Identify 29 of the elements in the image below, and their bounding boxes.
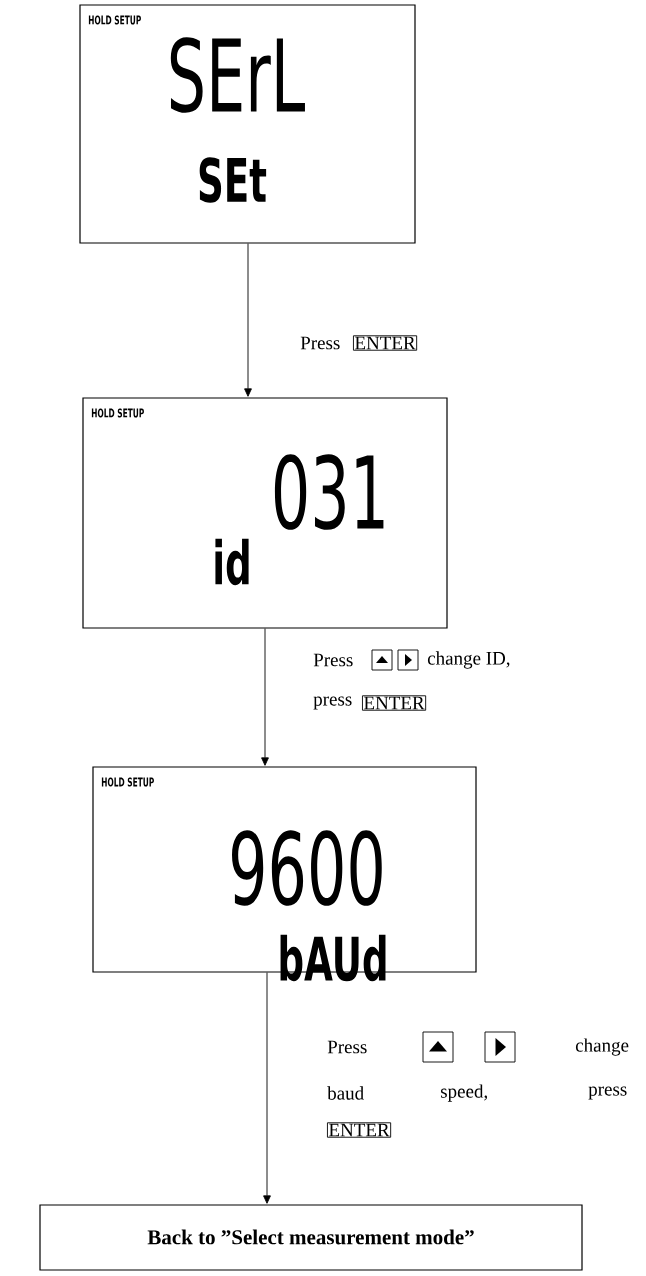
instruction-text: baud <box>327 1086 364 1100</box>
instruction-text: press <box>588 1086 627 1100</box>
screen-heading: HOLD SETUP <box>91 408 144 418</box>
instruction-text: press <box>313 696 352 710</box>
end-box <box>39 1204 583 1271</box>
display-value: 031 <box>274 454 384 530</box>
key-label: ENTER <box>327 1122 392 1138</box>
display-value: id <box>215 538 249 586</box>
instruction-text: speed, <box>441 1084 487 1102</box>
display-value: SEt <box>199 157 267 203</box>
key-label: ENTER <box>362 695 427 711</box>
key-label: ENTER <box>353 335 418 351</box>
arrow <box>261 628 269 766</box>
instruction-text: change <box>575 1038 629 1056</box>
display-value: SErL <box>170 37 305 113</box>
arrow <box>263 972 271 1204</box>
lcd-screen <box>82 397 448 629</box>
arrow <box>244 243 252 397</box>
lcd-screen <box>92 766 477 982</box>
display-value: bAUd <box>280 934 386 982</box>
display-value: 9600 <box>232 830 382 906</box>
screen-heading: HOLD SETUP <box>88 15 141 25</box>
edge-label: Press <box>300 336 340 350</box>
instruction-text: change ID, <box>427 651 510 669</box>
edge-label: Press <box>327 1040 367 1054</box>
lcd-screen <box>79 4 416 244</box>
edge-label: Press <box>313 653 353 667</box>
screen-heading: HOLD SETUP <box>101 777 154 787</box>
box-text: Back to ”Select measurement mode” <box>147 1229 474 1245</box>
